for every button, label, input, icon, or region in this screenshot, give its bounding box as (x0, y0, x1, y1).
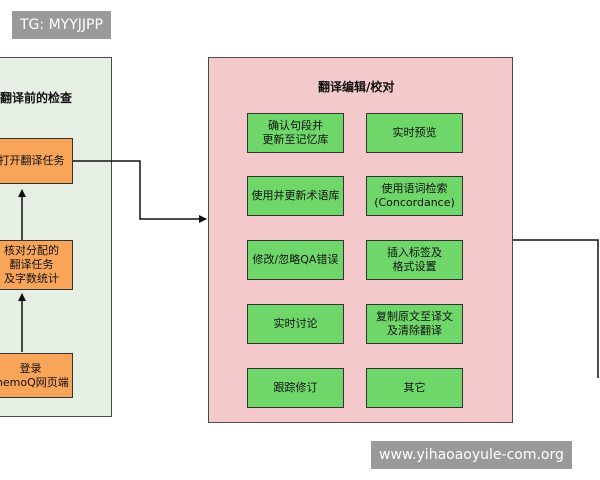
live-preview-box: 实时预览 (366, 113, 463, 153)
watermark-top: TG: MYYJJPP (12, 11, 111, 39)
middle-panel-title: 翻译编辑/校对 (318, 80, 395, 94)
open-translation-task-box: 打开翻译任务 (0, 138, 73, 184)
other-box: 其它 (366, 368, 463, 408)
watermark-bottom: www.yihaoaoyule-com.org (371, 441, 572, 469)
qa-errors-box: 修改/忽略QA错误 (247, 240, 344, 280)
live-discussion-box: 实时讨论 (247, 304, 344, 344)
concordance-box: 使用语词检索 (Concordance) (366, 176, 463, 216)
verify-assigned-task-box: 核对分配的 翻译任务 及字数统计 (0, 240, 73, 290)
arrow-open-to-edit (73, 160, 207, 223)
login-memoq-web-box: 登录 memoQ网页端 (0, 353, 73, 398)
termbase-box: 使用并更新术语库 (247, 176, 344, 216)
confirm-segment-box: 确认句段并 更新至记忆库 (247, 113, 344, 153)
track-changes-box: 跟踪修订 (247, 368, 344, 408)
copy-source-box: 复制原文至译文 及清除翻译 (366, 304, 463, 344)
connector-edit-to-next (513, 239, 599, 378)
left-panel-title: 翻译前的检查 (0, 91, 73, 105)
tags-formatting-box: 插入标签及 格式设置 (366, 240, 463, 280)
